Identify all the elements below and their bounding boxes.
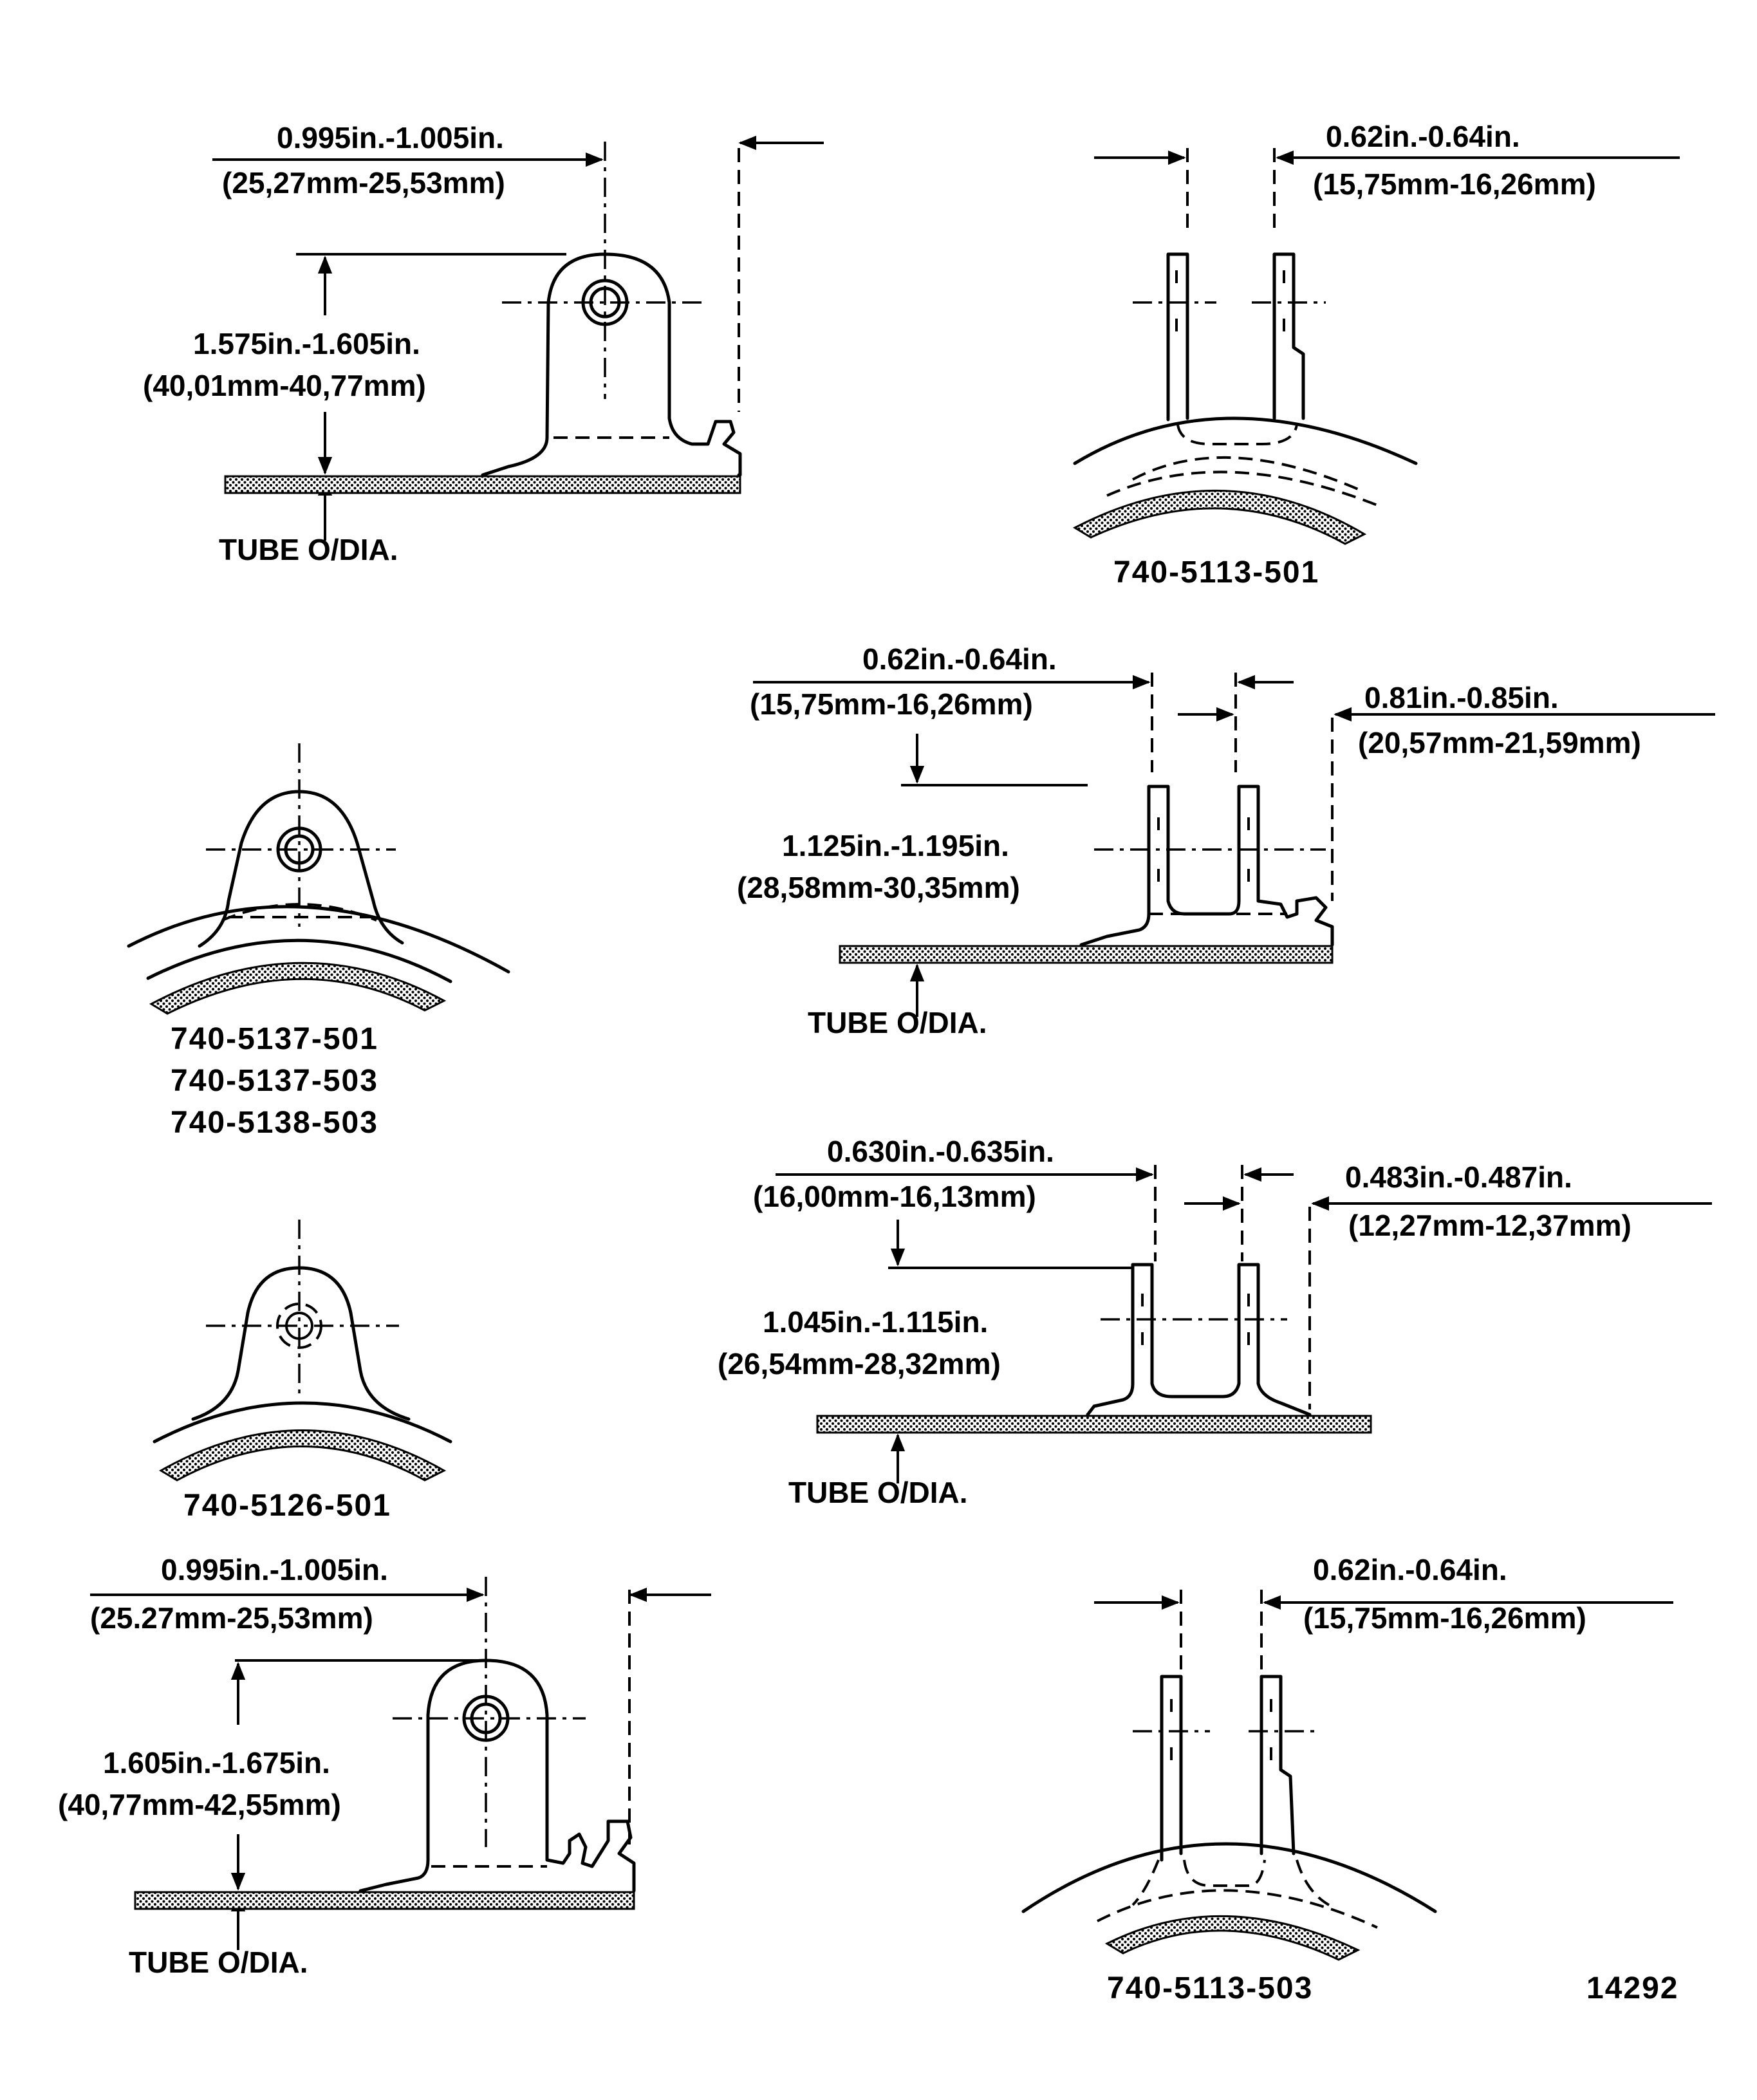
top-right-width-mm: (15,75mm-16,26mm) — [1313, 167, 1596, 201]
bottom-right-part-number: 740-5113-503 — [1107, 1971, 1313, 2005]
mr1-offset-mm: (20,57mm-21,59mm) — [1358, 726, 1641, 759]
bottom-right-width-in: 0.62in.-0.64in. — [1313, 1553, 1507, 1586]
figure-number: 14292 — [1586, 1971, 1678, 2005]
middle-left-2-part: 740-5126-501 — [183, 1489, 391, 1523]
mr1-tube-ref: TUBE O/DIA. — [808, 1006, 987, 1039]
view-top-left: 0.995in.-1.005in. (25,27mm-25,53mm) 1.57… — [143, 121, 824, 566]
top-left-width-in: 0.995in.-1.005in. — [277, 121, 504, 154]
view-top-right: 0.62in.-0.64in. (15,75mm-16,26mm) 740-51… — [1072, 120, 1680, 590]
top-left-tube-ref: TUBE O/DIA. — [219, 533, 398, 566]
mr2-width-in: 0.630in.-0.635in. — [827, 1135, 1054, 1168]
view-bottom-right: 0.62in.-0.64in. (15,75mm-16,26mm) 740-51… — [1021, 1553, 1673, 2005]
view-middle-right-2: 0.630in.-0.635in. (16,00mm-16,13mm) 0.48… — [718, 1135, 1712, 1509]
mr2-height-mm: (26,54mm-28,32mm) — [718, 1347, 1001, 1380]
view-middle-right-1: 0.62in.-0.64in. (15,75mm-16,26mm) 0.81in… — [737, 642, 1715, 1039]
middle-left-part-1: 740-5137-501 — [171, 1022, 378, 1056]
mr2-offset-in: 0.483in.-0.487in. — [1345, 1160, 1572, 1194]
top-right-part-number: 740-5113-501 — [1113, 555, 1319, 590]
mr2-width-mm: (16,00mm-16,13mm) — [753, 1180, 1036, 1213]
top-right-width-in: 0.62in.-0.64in. — [1326, 120, 1520, 153]
mr2-tube-ref: TUBE O/DIA. — [788, 1476, 968, 1509]
middle-left-part-2: 740-5137-503 — [171, 1064, 378, 1098]
bottom-left-tube-ref: TUBE O/DIA. — [129, 1946, 308, 1979]
bottom-left-height-mm: (40,77mm-42,55mm) — [58, 1788, 341, 1821]
bottom-left-height-in: 1.605in.-1.675in. — [103, 1746, 330, 1779]
bottom-left-width-in: 0.995in.-1.005in. — [161, 1553, 388, 1586]
mr1-width-mm: (15,75mm-16,26mm) — [750, 687, 1033, 721]
bottom-right-width-mm: (15,75mm-16,26mm) — [1303, 1601, 1586, 1635]
bottom-left-width-mm: (25.27mm-25,53mm) — [90, 1601, 373, 1635]
top-left-width-mm: (25,27mm-25,53mm) — [222, 166, 505, 200]
mr2-height-in: 1.045in.-1.115in. — [763, 1305, 988, 1339]
mr2-offset-mm: (12,27mm-12,37mm) — [1348, 1209, 1632, 1242]
view-middle-left-2: 740-5126-501 — [153, 1220, 452, 1523]
mr1-offset-in: 0.81in.-0.85in. — [1364, 681, 1559, 714]
mr1-height-mm: (28,58mm-30,35mm) — [737, 871, 1020, 904]
mr1-height-in: 1.125in.-1.195in. — [782, 829, 1009, 862]
top-left-height-mm: (40,01mm-40,77mm) — [143, 369, 426, 402]
mr1-width-in: 0.62in.-0.64in. — [862, 642, 1057, 676]
view-bottom-left: 0.995in.-1.005in. (25.27mm-25,53mm) 1.60… — [58, 1553, 711, 1979]
view-middle-left: 740-5137-501 740-5137-503 740-5138-503 — [127, 743, 510, 1140]
middle-left-part-3: 740-5138-503 — [171, 1106, 378, 1140]
top-left-height-in: 1.575in.-1.605in. — [193, 327, 420, 360]
